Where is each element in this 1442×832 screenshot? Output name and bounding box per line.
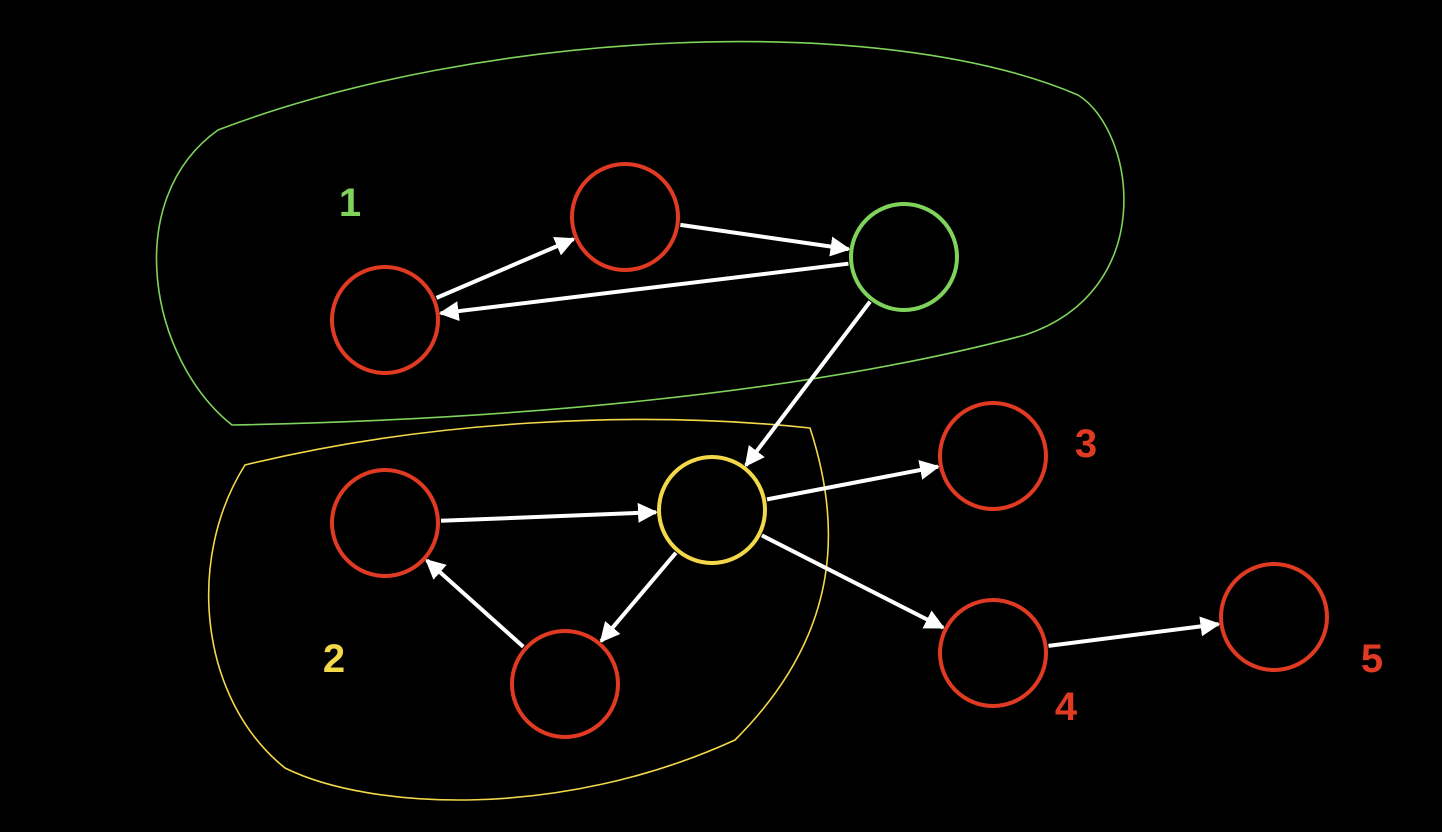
- nodes-layer: [330, 162, 1329, 739]
- labels-layer: 1 2 3 4 5: [323, 181, 1383, 729]
- label-3: 3: [1075, 422, 1097, 466]
- edge-c-to-a: [438, 261, 849, 322]
- edge-a-to-b: [435, 237, 576, 300]
- edge-e-to-n4: [760, 533, 945, 630]
- edge-b-to-c: [680, 222, 851, 257]
- edges-layer: [425, 222, 1221, 649]
- node-f: [510, 629, 620, 739]
- node-c: [849, 202, 959, 312]
- label-2: 2: [323, 637, 345, 681]
- edge-d-to-e: [440, 502, 658, 523]
- node-b: [570, 162, 680, 272]
- label-5: 5: [1361, 637, 1383, 681]
- node-d: [330, 468, 440, 578]
- regions-layer: [155, 40, 1125, 801]
- edge-f-to-d: [425, 558, 525, 649]
- node-n4: [938, 598, 1048, 708]
- edge-c-to-e: [744, 300, 872, 467]
- label-4: 4: [1055, 685, 1078, 729]
- label-1: 1: [339, 181, 361, 225]
- group-region-2: [207, 418, 830, 801]
- node-n3: [938, 401, 1048, 511]
- edge-e-to-n3: [766, 460, 940, 502]
- group-region-1: [155, 40, 1125, 426]
- edge-n4-to-n5: [1048, 616, 1221, 648]
- node-n5: [1219, 562, 1329, 672]
- node-e: [657, 455, 767, 565]
- edge-e-to-f: [599, 551, 678, 643]
- node-a: [330, 265, 440, 375]
